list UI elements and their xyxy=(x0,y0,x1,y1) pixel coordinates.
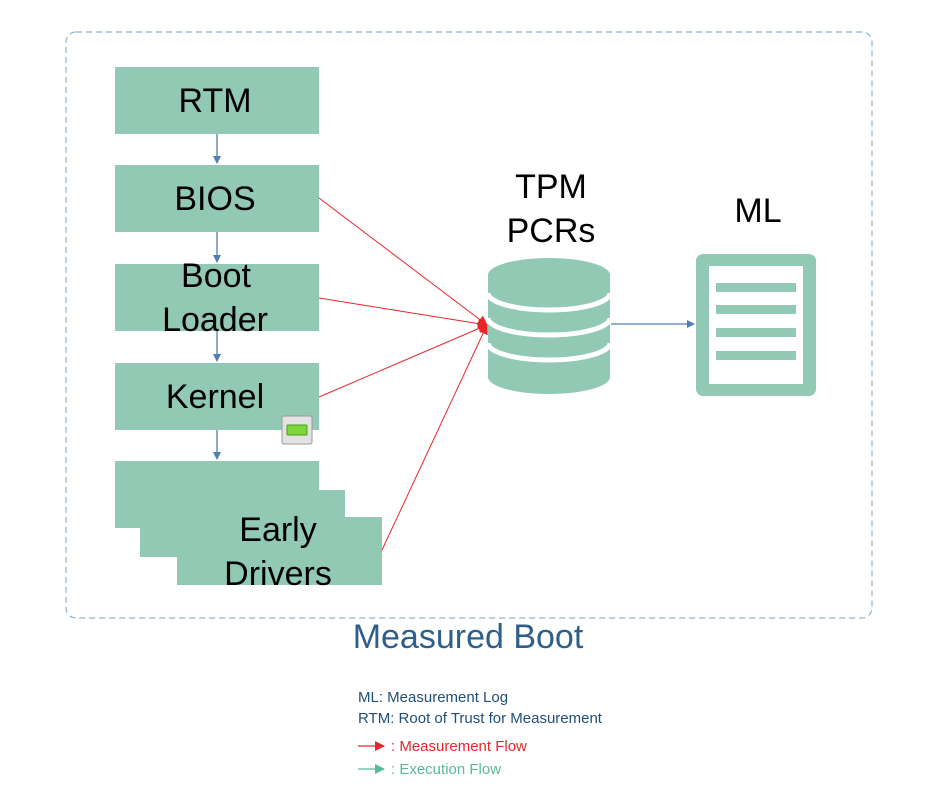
legend-definition-ml: ML: Measurement Log xyxy=(358,689,508,706)
measure-arrow-bios xyxy=(318,197,488,326)
drivers-label-line2: Drivers xyxy=(224,555,332,593)
green-indicator-icon xyxy=(281,415,313,445)
document-list-icon xyxy=(696,254,816,396)
legend: ML: Measurement Log RTM: Root of Trust f… xyxy=(358,689,603,778)
measured-boot-frame xyxy=(65,31,873,619)
bios-box xyxy=(115,165,319,232)
bootloader-box xyxy=(115,264,319,331)
rtm-label: RTM xyxy=(178,82,251,120)
kernel-label: Kernel xyxy=(166,378,264,416)
ml-label: ML xyxy=(734,192,781,230)
drivers-label-line1: Early xyxy=(239,511,316,549)
tpm-label-line1: TPM xyxy=(515,168,587,206)
measure-arrow-kernel xyxy=(318,323,488,398)
bootloader-label-line2: Loader xyxy=(162,301,268,339)
measure-arrow-drivers xyxy=(381,324,488,551)
database-stack-icon xyxy=(485,258,613,394)
bootloader-label-line1: Boot xyxy=(181,257,251,295)
early-drivers-stack xyxy=(115,461,382,585)
bios-label: BIOS xyxy=(174,180,255,218)
legend-measurement-label: : Measurement Flow xyxy=(391,738,527,755)
rtm-box xyxy=(115,67,319,134)
diagram-caption: Measured Boot xyxy=(353,618,584,656)
tpm-label-line2: PCRs xyxy=(507,212,596,250)
legend-execution-label: : Execution Flow xyxy=(391,761,501,778)
legend-definition-rtm: RTM: Root of Trust for Measurement xyxy=(358,710,603,727)
measure-arrow-bootloader xyxy=(318,297,488,329)
